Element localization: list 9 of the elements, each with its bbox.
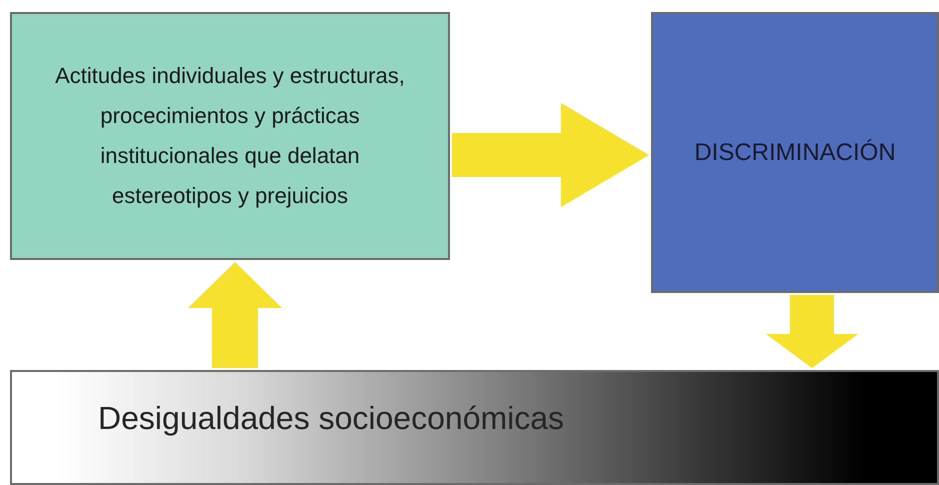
block-arrow xyxy=(452,103,649,207)
gradient-band xyxy=(10,370,939,485)
node-text: Desigualdades socioeconómicas xyxy=(98,398,564,438)
node-text: DISCRIMINACIÓN xyxy=(694,138,896,168)
process-box xyxy=(651,12,939,293)
block-arrow xyxy=(766,295,858,368)
block-arrow xyxy=(188,262,282,368)
node-text: Actitudes individuales y estructuras, procecimientos y prácticas institucionales que delatan estereotipos y prejuicios xyxy=(54,62,406,210)
process-box xyxy=(10,12,450,260)
